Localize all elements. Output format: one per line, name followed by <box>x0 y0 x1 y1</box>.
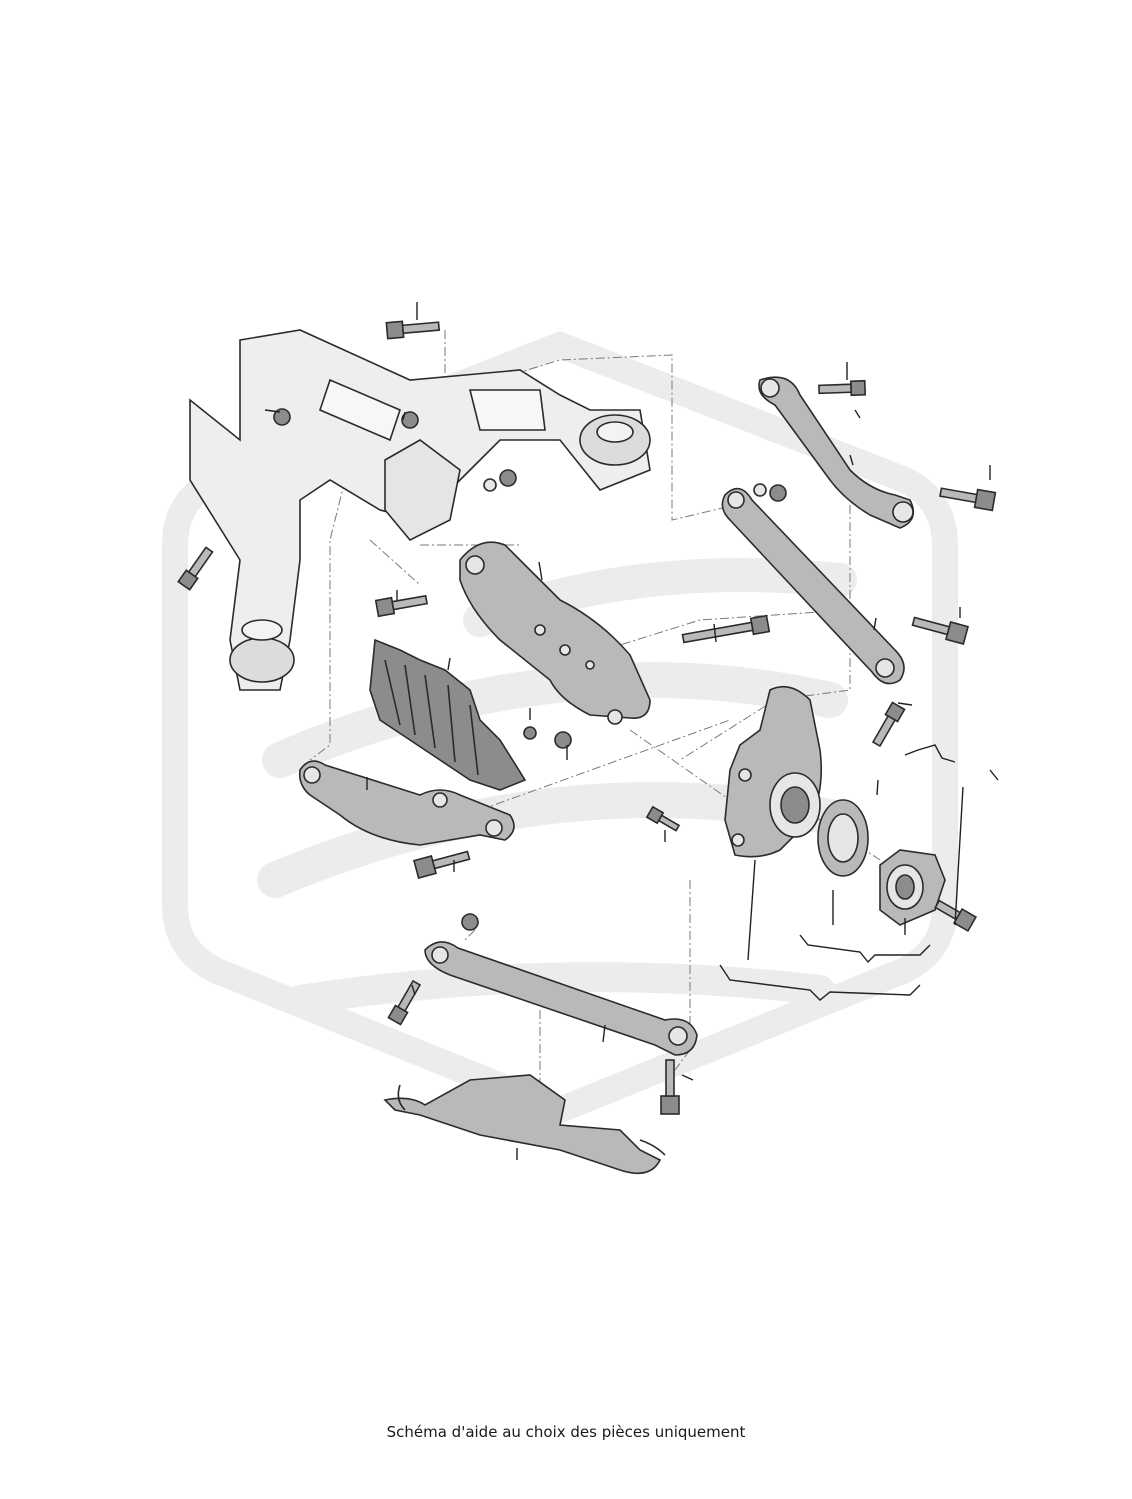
lower-control-arm <box>298 760 515 846</box>
wheel-bearing <box>817 799 869 877</box>
underbody-cover <box>383 1074 666 1175</box>
bolt-bottom-left <box>387 979 422 1026</box>
bolts <box>177 320 997 1115</box>
bolt-right-1 <box>939 487 997 512</box>
bolt-left <box>177 546 214 591</box>
bolt-bottom <box>660 1059 680 1115</box>
bolt-lower-left <box>412 850 471 880</box>
bolt-long <box>681 614 771 644</box>
wheel-hub-carrier <box>724 685 823 858</box>
wheel-hub <box>879 849 946 926</box>
lower-rear-arm <box>424 941 698 1056</box>
upper-rear-control-arm <box>721 487 905 685</box>
bolt-top-right <box>818 379 867 397</box>
nuts <box>273 408 787 931</box>
bolt-mid <box>374 594 428 618</box>
bolt-carrier <box>871 701 906 748</box>
bolt-hub <box>934 899 978 933</box>
bolt-small <box>645 805 681 832</box>
rear-suspension-exploded-diagram <box>162 302 999 1175</box>
callout-lines <box>264 302 999 1160</box>
caption: Schéma d'aide au choix des pièces unique… <box>386 1423 746 1441</box>
bolt-right-2 <box>911 616 970 646</box>
upper-front-control-arm <box>758 376 915 529</box>
bolt-top <box>385 320 441 340</box>
trailing-arm <box>459 541 651 725</box>
subframe <box>189 329 651 691</box>
heat-shield <box>369 638 527 791</box>
